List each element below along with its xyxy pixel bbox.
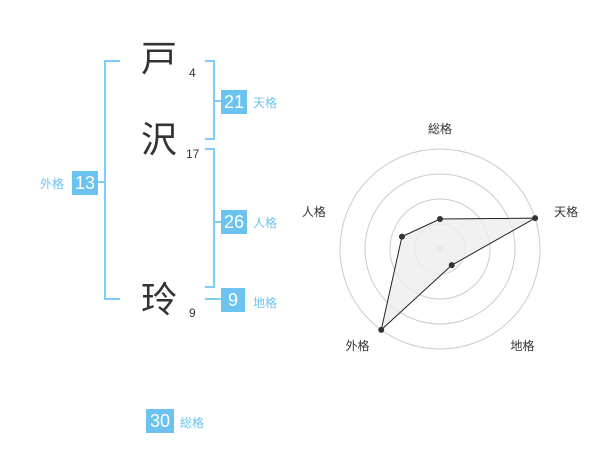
radar-ring	[364, 173, 516, 325]
stroke-count-1: 4	[189, 66, 196, 80]
radar-axis-label: 地格	[511, 338, 535, 353]
stroke-count-2: 17	[186, 147, 200, 161]
radar-axis-label: 天格	[554, 204, 578, 219]
radar-area	[380, 217, 536, 332]
radar-axis-label: 総格	[428, 121, 452, 136]
stroke-count-3: 9	[189, 306, 196, 320]
gaikaku-value: 13	[72, 171, 98, 195]
radar-point-3	[448, 262, 455, 269]
radar-ring	[389, 198, 491, 300]
tenkaku-value: 21	[221, 90, 247, 114]
radar-axis-label: 人格	[302, 204, 326, 219]
chikaku-label: 地格	[253, 296, 278, 310]
gaikaku-label: 外格	[40, 177, 65, 191]
chikaku-value: 9	[221, 288, 245, 312]
jinkaku-label: 人格	[253, 216, 278, 230]
radar-point-2	[532, 215, 539, 222]
name-char-2: 沢	[141, 120, 178, 161]
soukaku-label: 総格	[180, 416, 205, 430]
radar-point-5	[398, 233, 405, 240]
radar-axis-label: 外格	[345, 338, 369, 353]
radar-point-4	[378, 326, 385, 333]
name-char-1: 戸	[141, 39, 178, 80]
jinkaku-value: 26	[221, 210, 247, 234]
radar-point-1	[437, 216, 443, 222]
radar-ring	[339, 148, 541, 350]
tenkaku-label: 天格	[253, 96, 278, 110]
soukaku-value: 30	[146, 409, 174, 433]
name-char-3: 玲	[141, 280, 178, 321]
